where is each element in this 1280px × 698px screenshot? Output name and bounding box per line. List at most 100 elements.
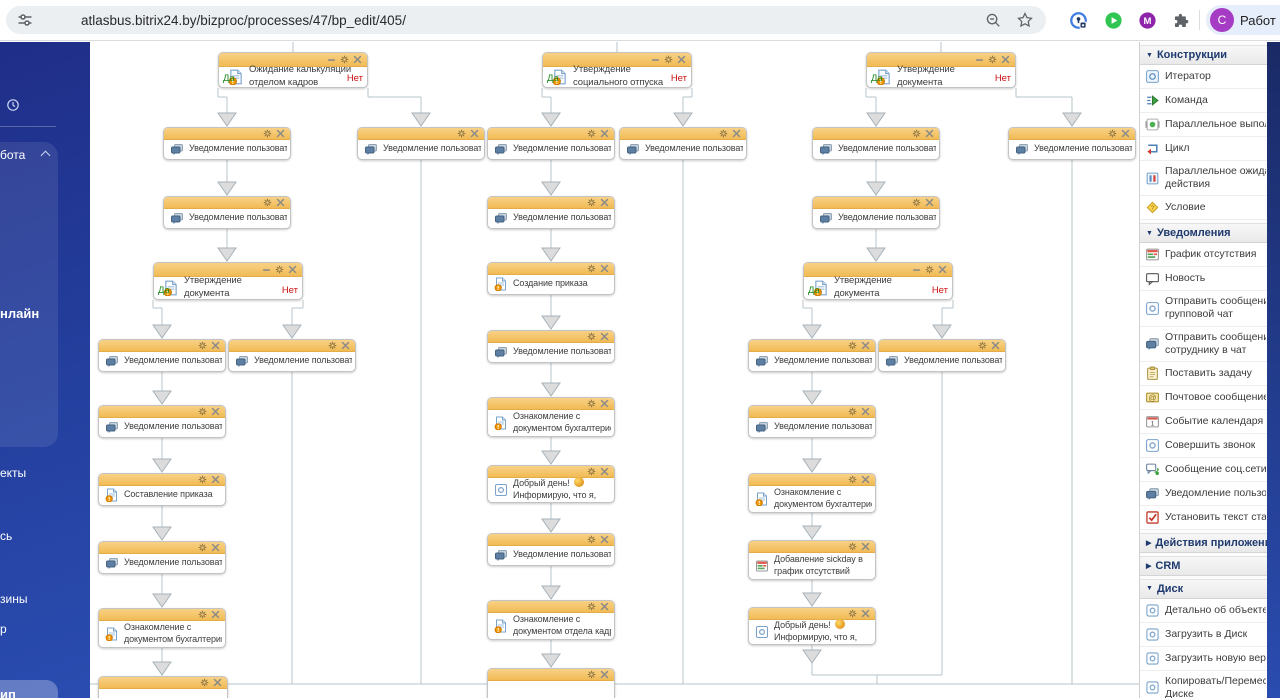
menu-item-projects[interactable]: екты	[0, 466, 27, 480]
block-user-notification-c2[interactable]: Уведомление пользователя	[487, 196, 615, 229]
close-icon[interactable]	[600, 332, 609, 341]
close-icon[interactable]	[991, 341, 1000, 350]
m-ext-icon[interactable]: M	[1138, 11, 1157, 30]
gear-icon[interactable]	[198, 341, 207, 350]
block-user-notification-c7[interactable]: Уведомление пользователя	[487, 533, 615, 566]
close-icon[interactable]	[288, 265, 297, 274]
gear-icon[interactable]	[263, 198, 272, 207]
block-user-notification-a2[interactable]: Уведомление пользователя	[163, 196, 291, 229]
gear-icon[interactable]	[925, 265, 934, 274]
sidebar-item-set-status-text[interactable]: Установить текст стату	[1140, 505, 1267, 530]
block-greeting-message-e[interactable]: Добрый день! Информирую, что я,	[748, 607, 876, 645]
close-icon[interactable]	[1001, 55, 1010, 64]
close-icon[interactable]	[470, 129, 479, 138]
gear-icon[interactable]	[200, 678, 209, 687]
close-icon[interactable]	[211, 407, 220, 416]
sidebar-item-news[interactable]: Новость	[1140, 267, 1267, 292]
close-icon[interactable]	[341, 341, 350, 350]
close-icon[interactable]	[600, 198, 609, 207]
gear-icon[interactable]	[848, 341, 857, 350]
gear-icon[interactable]	[912, 129, 921, 138]
close-icon[interactable]	[600, 467, 609, 476]
close-icon[interactable]	[925, 198, 934, 207]
block-user-notification-c1[interactable]: Уведомление пользователя	[487, 127, 615, 160]
close-icon[interactable]	[276, 198, 285, 207]
gear-icon[interactable]	[328, 341, 337, 350]
block-partial-block-a[interactable]	[98, 676, 228, 698]
sidebar-item-command[interactable]: Команда	[1140, 89, 1267, 113]
minimize-icon[interactable]	[327, 55, 336, 64]
gear-icon[interactable]	[587, 535, 596, 544]
close-icon[interactable]	[925, 129, 934, 138]
gear-icon[interactable]	[340, 55, 349, 64]
block-user-notification-e3[interactable]: Уведомление пользователя	[748, 339, 876, 372]
gear-icon[interactable]	[848, 407, 857, 416]
close-icon[interactable]	[861, 475, 870, 484]
gear-icon[interactable]	[988, 55, 997, 64]
gear-icon[interactable]	[275, 265, 284, 274]
video-ext-icon[interactable]	[1104, 11, 1123, 30]
block-user-notification-c4[interactable]: Уведомление пользователя	[487, 330, 615, 363]
block-user-notification-a1[interactable]: Уведомление пользователя	[163, 127, 291, 160]
block-user-notification-a4[interactable]: Уведомление пользователя	[98, 405, 226, 438]
close-icon[interactable]	[353, 55, 362, 64]
sidebar-item-create-task[interactable]: Поставить задачу	[1140, 361, 1267, 386]
close-icon[interactable]	[211, 341, 220, 350]
block-user-notification-f1[interactable]: Уведомление пользователя	[1008, 127, 1136, 160]
menu-item-work[interactable]: бота	[0, 148, 26, 162]
sidebar-item-social-message[interactable]: Сообщение соц.сети	[1140, 457, 1267, 482]
gear-icon[interactable]	[263, 129, 272, 138]
sidebar-section-crm[interactable]: ▶CRM	[1140, 555, 1267, 576]
sidebar-item-email-message[interactable]: @Почтовое сообщение	[1140, 385, 1267, 410]
sidebar-item-disk-upload[interactable]: Загрузить в Диск	[1140, 622, 1267, 647]
gear-icon[interactable]	[587, 399, 596, 408]
clock-icon[interactable]	[6, 98, 20, 112]
close-icon[interactable]	[861, 542, 870, 551]
gear-icon[interactable]	[848, 609, 857, 618]
gear-icon[interactable]	[848, 475, 857, 484]
gear-icon[interactable]	[198, 475, 207, 484]
block-user-notification-d1[interactable]: Уведомление пользователя	[619, 127, 747, 160]
block-user-notification-e-no[interactable]: Уведомление пользователя	[878, 339, 1006, 372]
gear-icon[interactable]	[198, 610, 207, 619]
close-icon[interactable]	[938, 265, 947, 274]
close-icon[interactable]	[861, 407, 870, 416]
menu-item-active-item[interactable]: ип	[0, 687, 16, 698]
gear-icon[interactable]	[198, 543, 207, 552]
close-icon[interactable]	[211, 610, 220, 619]
gear-icon[interactable]	[198, 407, 207, 416]
sidebar-section-constructions[interactable]: ▼Конструкции	[1140, 45, 1267, 65]
close-icon[interactable]	[600, 399, 609, 408]
menu-item-item-s[interactable]: сь	[0, 529, 13, 543]
block-user-notification-a3[interactable]: Уведомление пользователя	[98, 339, 226, 372]
address-bar[interactable]: atlasbus.bitrix24.by/bizproc/processes/4…	[6, 6, 1046, 34]
minimize-icon[interactable]	[912, 265, 921, 274]
close-icon[interactable]	[861, 341, 870, 350]
gear-icon[interactable]	[719, 129, 728, 138]
sidebar-section-disk[interactable]: ▼Диск	[1140, 578, 1267, 599]
close-icon[interactable]	[732, 129, 741, 138]
gear-icon[interactable]	[978, 341, 987, 350]
block-compose-order[interactable]: Составление приказа	[98, 473, 226, 506]
gear-icon[interactable]	[664, 55, 673, 64]
password-ext-icon[interactable]	[1069, 11, 1088, 30]
minimize-icon[interactable]	[651, 55, 660, 64]
sidebar-item-parallel-execution[interactable]: Параллельное выполн	[1140, 113, 1267, 137]
close-icon[interactable]	[600, 129, 609, 138]
gear-icon[interactable]	[587, 467, 596, 476]
gear-icon[interactable]	[587, 198, 596, 207]
sidebar-item-condition[interactable]: ?Условие	[1140, 196, 1267, 221]
block-user-notification-e4[interactable]: Уведомление пользователя	[748, 405, 876, 438]
